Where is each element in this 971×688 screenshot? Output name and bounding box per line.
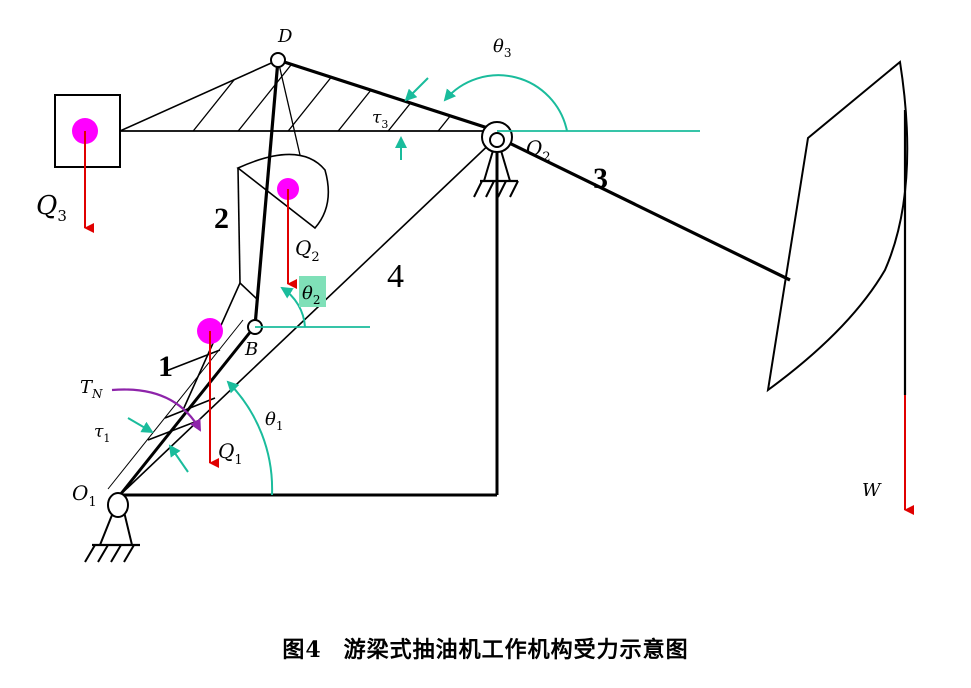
label-TN: TN — [80, 377, 103, 401]
tau1-arrows — [127, 417, 189, 473]
label-theta3: θ3 — [493, 36, 511, 60]
figure-caption: 图4 游梁式抽油机工作机构受力示意图 — [0, 632, 971, 664]
angle-theta2-arc — [280, 286, 306, 328]
label-theta2: θ2 — [302, 283, 320, 307]
connecting-rod-2 — [253, 59, 280, 327]
pivot-O2-support — [473, 121, 519, 198]
label-Q3: Q3 — [36, 191, 67, 225]
pivot-O1-support — [84, 492, 140, 563]
counterweight-box — [54, 94, 121, 168]
label-O1: O1 — [72, 481, 97, 510]
label-link-1: 1 — [158, 350, 173, 383]
label-D: D — [277, 26, 293, 47]
joint-D — [270, 52, 286, 68]
TN-torque-arrow — [111, 388, 201, 432]
figure-title: 游梁式抽油机工作机构受力示意图 — [343, 637, 689, 663]
tau3-arrows — [395, 77, 429, 160]
label-link-3: 3 — [593, 162, 608, 195]
label-theta1: θ1 — [265, 409, 283, 433]
angle-theta3-arc — [443, 74, 568, 132]
label-link-2: 2 — [214, 202, 229, 235]
label-Q2: Q2 — [295, 236, 320, 265]
figure-number: 图4 — [282, 637, 322, 663]
label-tau1: τ1 — [94, 422, 110, 445]
walking-beam-triangle — [119, 58, 498, 156]
crank-counterweight-fan — [182, 153, 330, 411]
label-tau3: τ3 — [372, 108, 388, 131]
label-Q1: Q1 — [218, 439, 243, 468]
label-link-4: 4 — [387, 258, 404, 295]
theta2-highlight — [299, 276, 326, 307]
angle-theta1-arc — [226, 380, 274, 496]
label-W: W — [862, 480, 882, 501]
walking-beam-link-3 — [496, 135, 791, 282]
angle-reference-lines — [255, 130, 700, 328]
frame-link-4 — [119, 136, 499, 497]
label-O2: O2 — [526, 136, 551, 165]
label-B: B — [244, 339, 258, 360]
horse-head — [766, 60, 909, 395]
